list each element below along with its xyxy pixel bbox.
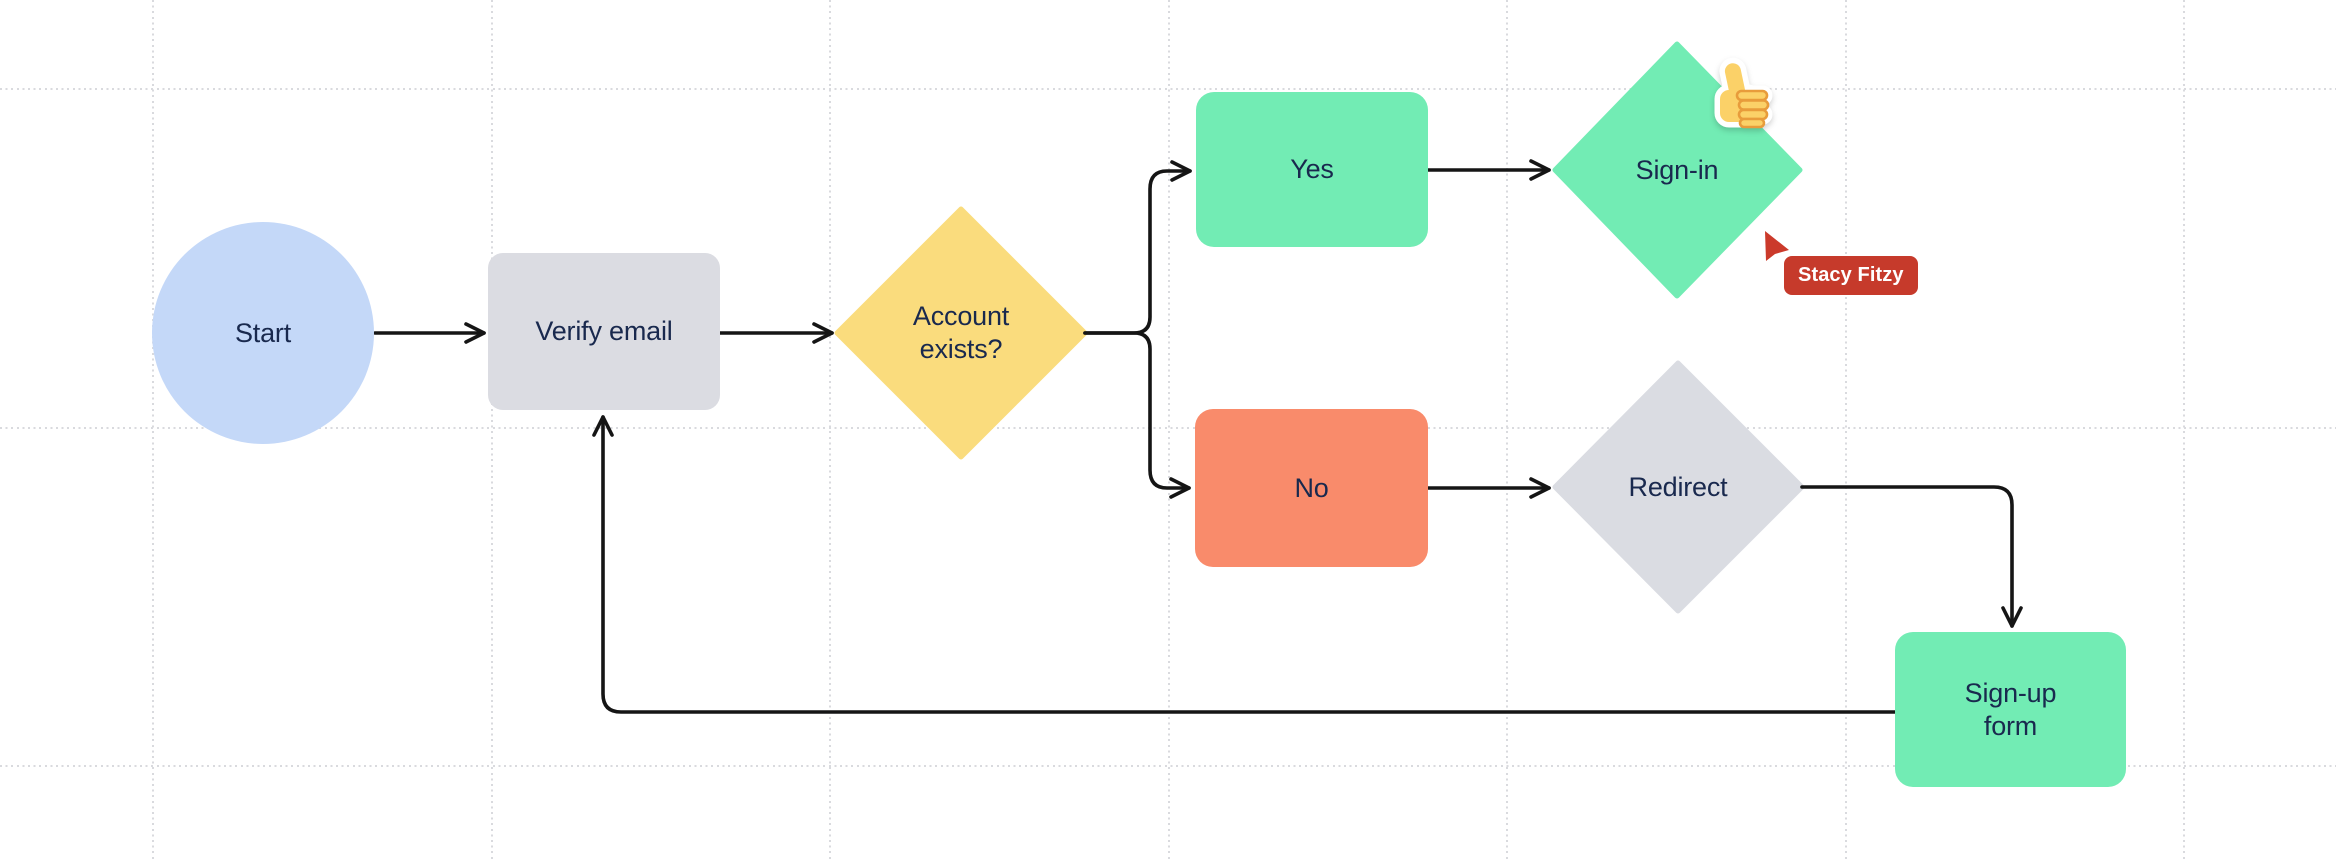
- node-sign-in-label: Sign-in: [1635, 154, 1719, 185]
- node-signup-form[interactable]: Sign-up form: [1895, 632, 2126, 787]
- node-account-exists-label: Account exists?: [912, 301, 1010, 364]
- node-yes-label: Yes: [1290, 154, 1334, 185]
- edge-signup-to-verify[interactable]: [592, 415, 1897, 714]
- thumbs-up-icon: [1714, 57, 1773, 129]
- node-verify-email[interactable]: Verify email: [488, 253, 720, 410]
- node-yes[interactable]: Yes: [1196, 92, 1428, 247]
- collaborator-name-badge: Stacy Fitzy: [1784, 256, 1918, 295]
- node-no[interactable]: No: [1195, 409, 1428, 567]
- node-sign-in-diamond[interactable]: [1552, 41, 1803, 299]
- node-account-exists-label-box: Account exists?: [861, 273, 1061, 393]
- edge-account-to-no[interactable]: [1083, 331, 1191, 499]
- node-start[interactable]: Start: [152, 222, 374, 444]
- collaborator-cursor-icon: [1765, 231, 1789, 261]
- node-redirect-label-box: Redirect: [1578, 457, 1778, 517]
- node-no-label: No: [1294, 472, 1329, 503]
- edge-redirect-to-signup[interactable]: [1800, 485, 2023, 628]
- node-signup-form-label: Sign-up form: [1964, 677, 2057, 741]
- node-start-label: Start: [234, 317, 292, 348]
- node-sign-in-label-box: Sign-in: [1577, 140, 1777, 200]
- thumbs-up-emoji-sticker[interactable]: [1706, 50, 1782, 136]
- node-verify-email-label: Verify email: [535, 316, 673, 347]
- edge-account-to-yes[interactable]: [1083, 160, 1192, 335]
- node-redirect-label: Redirect: [1628, 471, 1728, 502]
